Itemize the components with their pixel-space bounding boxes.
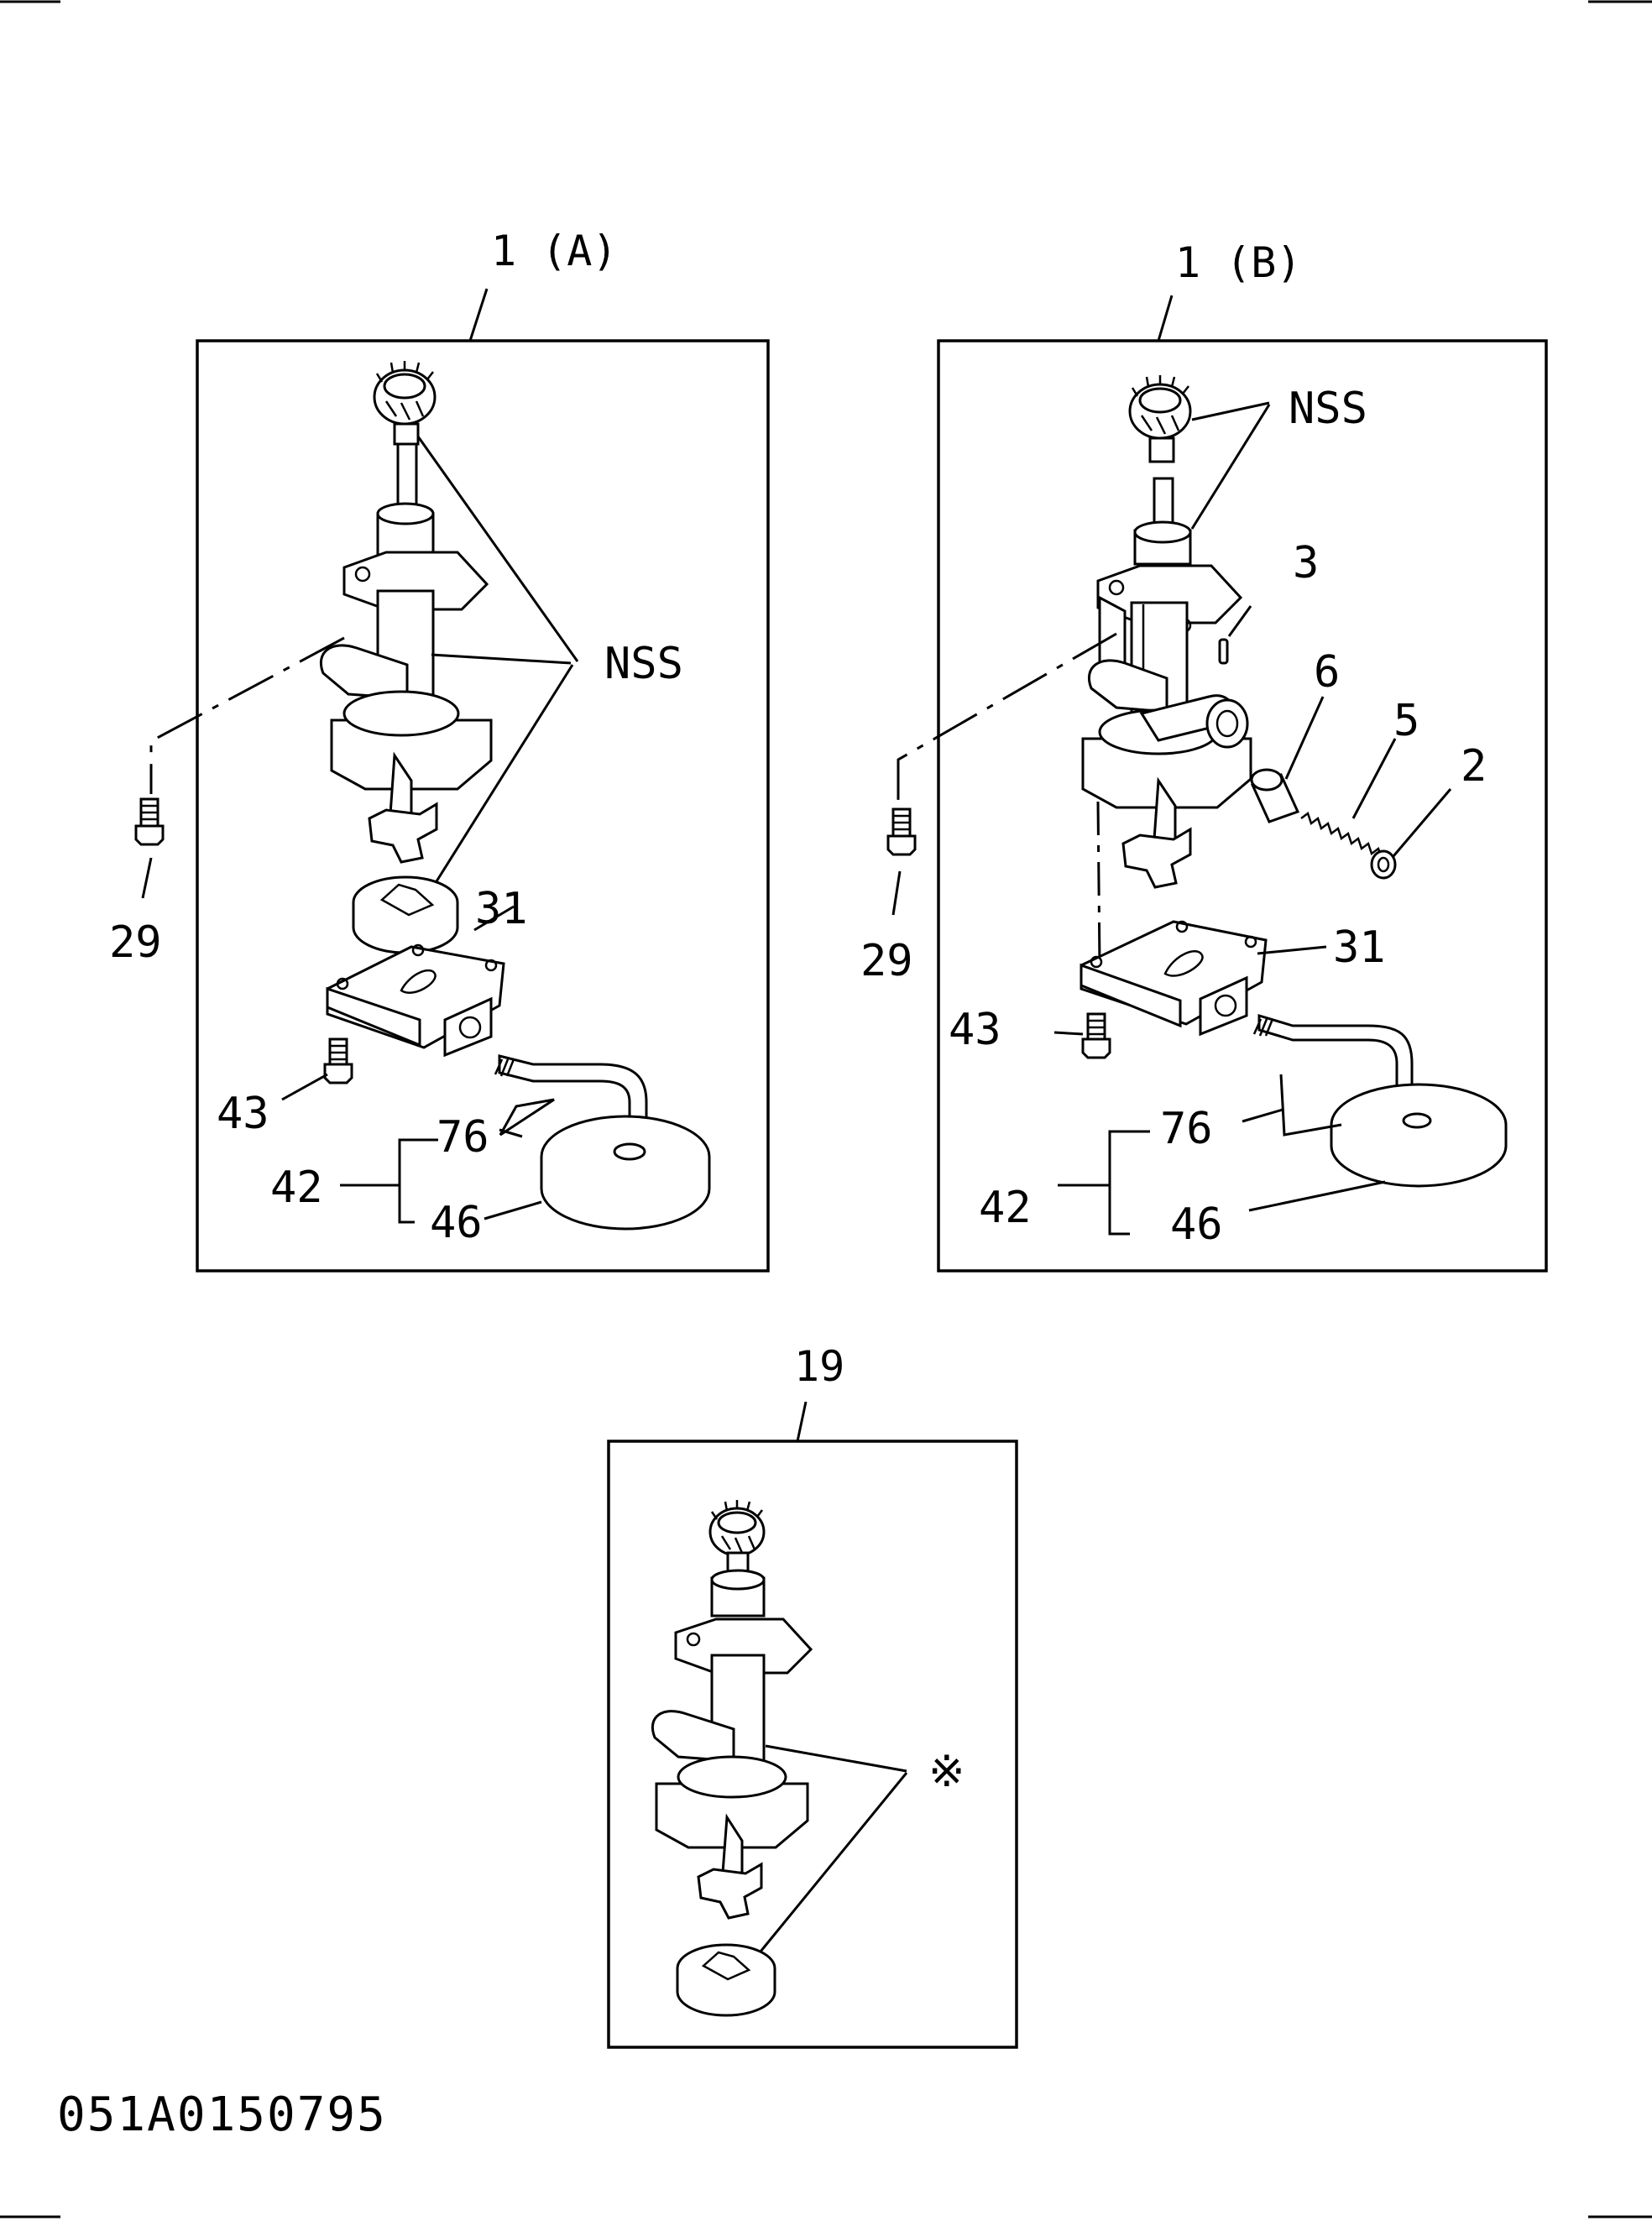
panel-c-frame bbox=[607, 1440, 1018, 2049]
label-nss-b: NSS bbox=[1289, 384, 1367, 434]
pump-gear-c bbox=[708, 1500, 766, 1578]
label-46-a: 46 bbox=[430, 1198, 483, 1248]
pump-body bbox=[319, 442, 493, 864]
strainer-b bbox=[1252, 1013, 1508, 1188]
pump-body-c bbox=[651, 1569, 813, 1920]
panel-a-title: 1 (A) bbox=[491, 227, 618, 275]
bolt-29-a bbox=[134, 797, 165, 846]
label-5-b: 5 bbox=[1393, 696, 1419, 746]
label-nss-a: NSS bbox=[604, 639, 683, 689]
drawing-code: 051A0150795 bbox=[57, 2088, 387, 2142]
washer-2 bbox=[1370, 849, 1397, 880]
plunger-6 bbox=[1250, 768, 1300, 823]
panel-c: 19 ※ bbox=[607, 1342, 1018, 2049]
label-42-a: 42 bbox=[270, 1163, 323, 1213]
label-42-b: 42 bbox=[979, 1183, 1032, 1233]
bolt-29-b bbox=[886, 807, 917, 856]
label-3-b: 3 bbox=[1293, 538, 1319, 588]
pump-rotor bbox=[352, 875, 459, 954]
panel-b-title: 1 (B) bbox=[1175, 238, 1302, 287]
pump-gear bbox=[373, 361, 437, 446]
label-31-b: 31 bbox=[1333, 922, 1386, 973]
strainer-a bbox=[494, 1054, 711, 1231]
panel-a-frame bbox=[196, 339, 770, 1273]
pin-3 bbox=[1218, 638, 1229, 665]
label-2-b: 2 bbox=[1461, 741, 1487, 792]
label-asterisk-c: ※ bbox=[928, 1747, 965, 1797]
leaders-a bbox=[141, 436, 579, 1224]
label-31-a: 31 bbox=[475, 884, 528, 934]
leaders-b bbox=[891, 401, 1452, 1236]
label-46-b: 46 bbox=[1170, 1199, 1223, 1250]
bolt-43-a bbox=[323, 1037, 353, 1084]
panel-b-frame bbox=[937, 339, 1548, 1273]
pump-body-b bbox=[1081, 477, 1252, 889]
label-43-a: 43 bbox=[217, 1089, 269, 1139]
label-6-b: 6 bbox=[1314, 647, 1340, 698]
label-43-b: 43 bbox=[949, 1005, 1001, 1055]
pump-cover-b bbox=[1080, 920, 1268, 1037]
label-29-b: 29 bbox=[860, 936, 913, 986]
pump-gear-b bbox=[1128, 375, 1192, 463]
pump-cover bbox=[326, 943, 505, 1058]
pump-rotor-c bbox=[676, 1943, 776, 2017]
leaders-c bbox=[759, 1744, 908, 1952]
panel-c-title: 19 bbox=[794, 1342, 844, 1391]
label-29-a: 29 bbox=[109, 917, 162, 968]
panel-a: 1 (A) bbox=[109, 227, 770, 1273]
spring-5 bbox=[1300, 811, 1393, 865]
bolt-43-b bbox=[1081, 1012, 1111, 1059]
label-76-a: 76 bbox=[437, 1112, 489, 1163]
panel-b: 1 (B) bbox=[860, 238, 1548, 1273]
label-76-b: 76 bbox=[1160, 1104, 1213, 1154]
